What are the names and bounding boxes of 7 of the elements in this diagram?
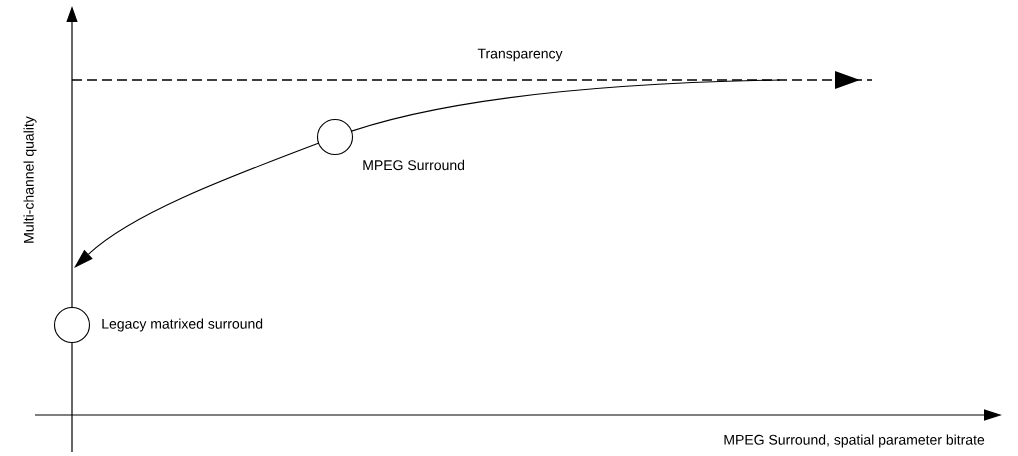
axis-level-label: Transparency — [477, 48, 563, 62]
axis-title: MPEG Surround, spatial parameter bitrate — [724, 434, 985, 448]
marker-label: Legacy matrixed surround — [102, 318, 263, 332]
circle-marker — [316, 118, 354, 156]
marker-label: MPEG Surround — [363, 159, 465, 171]
circle-marker — [53, 306, 91, 344]
axis-title: Multi-channel quality — [23, 116, 37, 243]
